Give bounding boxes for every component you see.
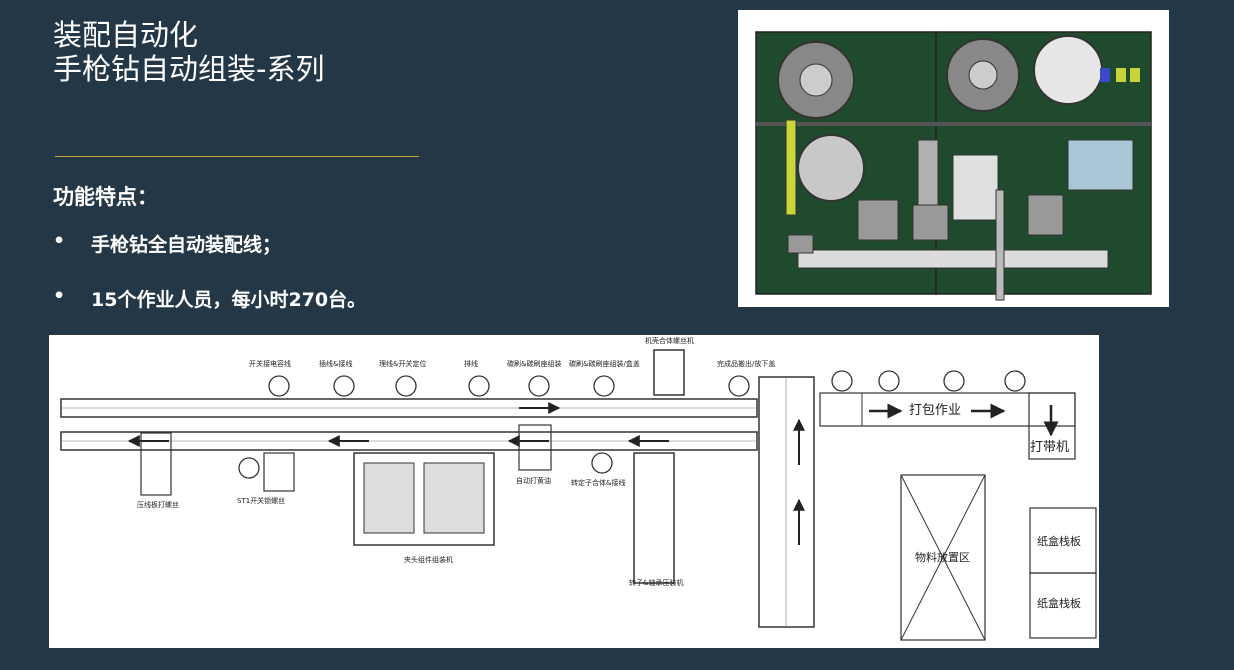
bullet: •	[53, 285, 66, 307]
feature-text: 手枪钻全自动装配线；	[91, 234, 282, 256]
label-press-screw: 压线板打螺丝	[137, 500, 179, 509]
label-insert-wire: 插线&接线	[319, 359, 352, 368]
features-heading: 功能特点：	[53, 185, 158, 209]
label-stator: 转定子合体&接线	[571, 478, 625, 487]
line-layout-diagram: 开关接电容线 插线&接线 理线&开关定位 排线 碳刷&碳刷座组装 碳刷&碳刷座组…	[49, 335, 1099, 648]
title-line-1: 装配自动化	[53, 18, 199, 52]
label-switch-wire: 开关接电容线	[249, 359, 291, 368]
label-arrange-wire: 排线	[464, 359, 478, 368]
feature-list: • 手枪钻全自动装配线； • 15个作业人员，每小时270台。	[53, 230, 366, 340]
label-route-switch: 理线&开关定位	[379, 359, 426, 368]
machine-drawing	[755, 31, 1152, 301]
label-chuck: 夹头组件组装机	[404, 555, 453, 564]
label-shell-screw: 机壳合体螺丝机	[645, 336, 694, 345]
layout-drawing: 开关接电容线 插线&接线 理线&开关定位 排线 碳刷&碳刷座组装 碳刷&碳刷座组…	[60, 336, 1097, 641]
label-rotor: 转子&轴承压装机	[629, 578, 683, 587]
label-material: 物料放置区	[915, 550, 970, 564]
title-divider	[55, 156, 419, 157]
label-strap: 打带机	[1030, 440, 1069, 455]
list-item: • 15个作业人员，每小时270台。	[53, 285, 366, 340]
label-brush-1: 碳刷&碳刷座组装	[507, 359, 561, 368]
label-brush-2: 碳刷&碳刷座组装/盒盖	[569, 359, 640, 368]
title-line-2: 手枪钻自动组装-系列	[53, 52, 325, 86]
label-st1: ST1开关锁螺丝	[237, 496, 285, 505]
label-pallet-1: 纸盒栈板	[1037, 534, 1081, 548]
label-finish: 完成品搬出/放下盖	[717, 359, 775, 368]
label-pack: 打包作业	[909, 403, 961, 418]
label-pallet-2: 纸盒栈板	[1037, 596, 1081, 610]
slide-title: 装配自动化 手枪钻自动组装-系列	[53, 18, 324, 86]
list-item: • 手枪钻全自动装配线；	[53, 230, 366, 285]
machine-cad-image	[738, 10, 1169, 307]
feature-text: 15个作业人员，每小时270台。	[91, 289, 367, 311]
bullet: •	[53, 230, 66, 252]
label-grease: 自动打黄油	[516, 476, 551, 485]
